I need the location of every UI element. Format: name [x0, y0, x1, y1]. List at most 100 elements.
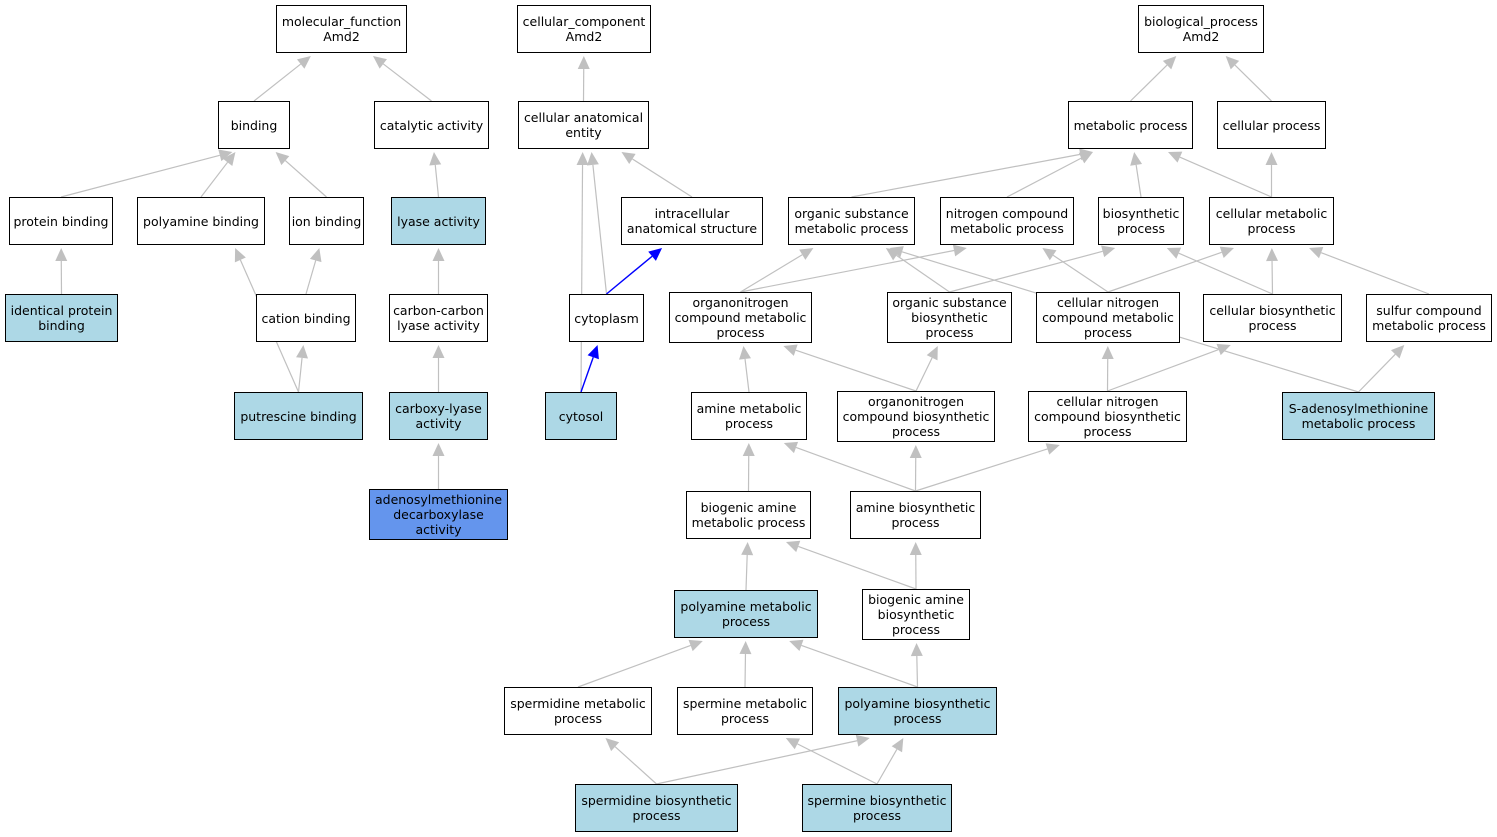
edge-putrescine_binding-to-cation_binding [297, 357, 303, 393]
edge-biogenic_bio-to-biogenic_met [798, 545, 917, 590]
edge-cellN_met-to-cell_met [1107, 251, 1222, 293]
arrowhead-spermidine_bio-to-polyamine_bio [855, 734, 870, 747]
edge-intracellular-to-cae [632, 158, 693, 198]
edge-spermidine_bio-to-polyamine_bio [656, 740, 858, 785]
node-polyamine-biosynthetic-process[interactable]: polyamine biosynthetic process [838, 687, 997, 735]
arrowhead-catalytic-to-mf_root [373, 56, 387, 69]
node-lyase-activity[interactable]: lyase activity [391, 197, 486, 245]
node-cytoplasm[interactable]: cytoplasm [569, 294, 644, 342]
arrowhead-putrescine_binding-to-cation_binding [296, 345, 309, 359]
node-cellular-component-root[interactable]: cellular_component Amd2 [517, 5, 651, 53]
node-amine-metabolic-process[interactable]: amine metabolic process [691, 392, 807, 440]
edge-lyase-to-catalytic [434, 164, 440, 198]
node-cytosol[interactable]: cytosol [545, 392, 617, 440]
node-putrescine-binding[interactable]: putrescine binding [234, 392, 363, 440]
node-catalytic-activity[interactable]: catalytic activity [374, 101, 489, 149]
node-spermine-metabolic-process[interactable]: spermine metabolic process [677, 687, 813, 735]
node-binding[interactable]: binding [218, 101, 290, 149]
arrowhead-adomet_dc-to-carboxy_lyase [432, 443, 445, 456]
node-adenosylmethionine-decarboxylase-activity[interactable]: adenosylmethionine decarboxylase activit… [369, 489, 508, 540]
arrowhead-amine_bio-to-cellN_bio [1045, 443, 1060, 455]
arrowhead-org_sub_bio-to-biosynthetic [1101, 245, 1116, 258]
node-biogenic-amine-metabolic-process[interactable]: biogenic amine metabolic process [686, 491, 811, 539]
arrowhead-cc_lyase-to-lyase [432, 248, 445, 261]
node-cellular-biosynthetic-process[interactable]: cellular biosynthetic process [1203, 294, 1342, 342]
edge-orgN_met-to-organic_sub_met [740, 254, 803, 293]
node-cellular-nitrogen-compound-metabolic-process[interactable]: cellular nitrogen compound metabolic pro… [1036, 292, 1180, 343]
node-biogenic-amine-biosynthetic-process[interactable]: biogenic amine biosynthetic process [862, 589, 970, 640]
edge-cytosol-to-cytoplasm [580, 357, 594, 393]
node-spermidine-biosynthetic-process[interactable]: spermidine biosynthetic process [575, 784, 738, 832]
node-protein-binding[interactable]: protein binding [9, 197, 113, 245]
node-biosynthetic-process[interactable]: biosynthetic process [1098, 197, 1184, 245]
edge-ion_binding-to-binding [284, 160, 327, 198]
arrowhead-orgN_bio-to-org_sub_bio [926, 346, 938, 361]
arrowhead-cytoplasm-to-intracellular [648, 248, 663, 261]
arrowhead-biogenic_met-to-amine_met [742, 443, 755, 457]
node-organic-substance-biosynthetic-process[interactable]: organic substance biosynthetic process [887, 292, 1012, 343]
arrowhead-orgN_met-to-organic_sub_met [799, 248, 814, 260]
node-sulfur-compound-metabolic-process[interactable]: sulfur compound metabolic process [1366, 294, 1492, 342]
arrowhead-cae-to-cc_root [577, 56, 590, 70]
edge-sam_met-to-sulfur_met [1358, 353, 1396, 393]
edge-cytoplasm-to-intracellular [606, 255, 653, 295]
node-organonitrogen-compound-biosynthetic-process[interactable]: organonitrogen compound biosynthetic pro… [837, 391, 995, 442]
node-cellular-process[interactable]: cellular process [1217, 101, 1326, 149]
edge-spermidine_met-to-polyamine_met [577, 644, 691, 688]
arrowhead-intracellular-to-cae [621, 152, 636, 165]
arrowhead-spermine_bio-to-spermine_met [785, 738, 801, 750]
arrowhead-cytosol-to-cytoplasm [587, 345, 599, 360]
edge-protein_binding-to-binding [60, 154, 220, 198]
arrowhead-spermidine_bio-to-spermidine_met [605, 738, 620, 752]
arrowhead-cell_bio-to-biosynthetic [1166, 247, 1182, 259]
arrowhead-metabolic-to-bp_root [1162, 56, 1177, 70]
arrowhead-orgN_met-to-nitrogen_met [952, 244, 967, 257]
edge-spermine_bio-to-spermine_met [797, 743, 878, 785]
arrowhead-nitrogen_met-to-metabolic [1078, 152, 1093, 164]
node-identical-protein-binding[interactable]: identical protein binding [5, 294, 118, 342]
node-spermidine-metabolic-process[interactable]: spermidine metabolic process [504, 687, 652, 735]
arrowhead-amine_bio-to-amine_met [783, 441, 799, 454]
edge-cellN_met-to-nitrogen_met [1052, 254, 1109, 293]
node-organic-substance-metabolic-process[interactable]: organic substance metabolic process [788, 197, 915, 245]
node-spermine-biosynthetic-process[interactable]: spermine biosynthetic process [802, 784, 952, 832]
node-organonitrogen-compound-metabolic-process[interactable]: organonitrogen compound metabolic proces… [669, 292, 812, 343]
edge-orgN_met-to-nitrogen_met [740, 249, 955, 293]
node-polyamine-binding[interactable]: polyamine binding [137, 197, 265, 245]
edge-orgN_bio-to-org_sub_bio [915, 357, 933, 392]
edge-cytoplasm-to-cae [592, 164, 608, 295]
node-molecular-function-root[interactable]: molecular_function Amd2 [276, 5, 407, 53]
edge-polyamine_binding-to-binding [200, 161, 229, 198]
node-amine-biosynthetic-process[interactable]: amine biosynthetic process [850, 491, 981, 539]
arrowhead-cellN_met-to-nitrogen_met [1042, 248, 1057, 261]
node-polyamine-metabolic-process[interactable]: polyamine metabolic process [674, 590, 818, 638]
node-cellular-nitrogen-compound-biosynthetic-process[interactable]: cellular nitrogen compound biosynthetic … [1028, 391, 1187, 442]
node-intracellular-anatomical-structure[interactable]: intracellular anatomical structure [621, 197, 763, 245]
edge-polyamine_met-to-biogenic_met [745, 554, 748, 591]
edge-binding-to-mf_root [253, 63, 302, 102]
edge-polyamine_bio-to-biogenic_bio [916, 655, 919, 688]
node-metabolic-process[interactable]: metabolic process [1068, 101, 1193, 149]
arrowhead-polyamine_bio-to-biogenic_bio [910, 643, 923, 657]
node-cation-binding[interactable]: cation binding [256, 294, 356, 342]
arrowhead-cellN_bio-to-cellN_met [1101, 346, 1114, 360]
arrowhead-biogenic_bio-to-amine_bio [909, 542, 922, 556]
edge-cytosol-to-cae [580, 164, 584, 393]
edge-cellN_bio-to-cell_bio [1107, 348, 1219, 392]
node-s-adenosylmethionine-metabolic-process[interactable]: S-adenosylmethionine metabolic process [1282, 392, 1435, 440]
node-carbon-carbon-lyase-activity[interactable]: carbon-carbon lyase activity [389, 294, 488, 342]
node-nitrogen-compound-metabolic-process[interactable]: nitrogen compound metabolic process [940, 197, 1074, 245]
edge-cell_met-to-metabolic [1179, 156, 1272, 198]
node-carboxy-lyase-activity[interactable]: carboxy-lyase activity [389, 392, 488, 440]
node-biological-process-root[interactable]: biological_process Amd2 [1138, 5, 1264, 53]
node-cellular-metabolic-process[interactable]: cellular metabolic process [1209, 197, 1334, 245]
edge-polyamine_bio-to-polyamine_met [801, 644, 918, 688]
edge-org_sub_bio-to-biosynthetic [949, 250, 1103, 293]
arrowhead-carboxy_lyase-to-cc_lyase [432, 345, 445, 358]
node-ion-binding[interactable]: ion binding [289, 197, 364, 245]
arrowhead-sulfur_met-to-cell_met [1309, 247, 1324, 259]
node-cellular-anatomical-entity[interactable]: cellular anatomical entity [518, 101, 649, 149]
arrowhead-sam_met-to-organic_sub_met [889, 246, 904, 258]
arrowhead-cellular_process-to-bp_root [1225, 56, 1240, 70]
